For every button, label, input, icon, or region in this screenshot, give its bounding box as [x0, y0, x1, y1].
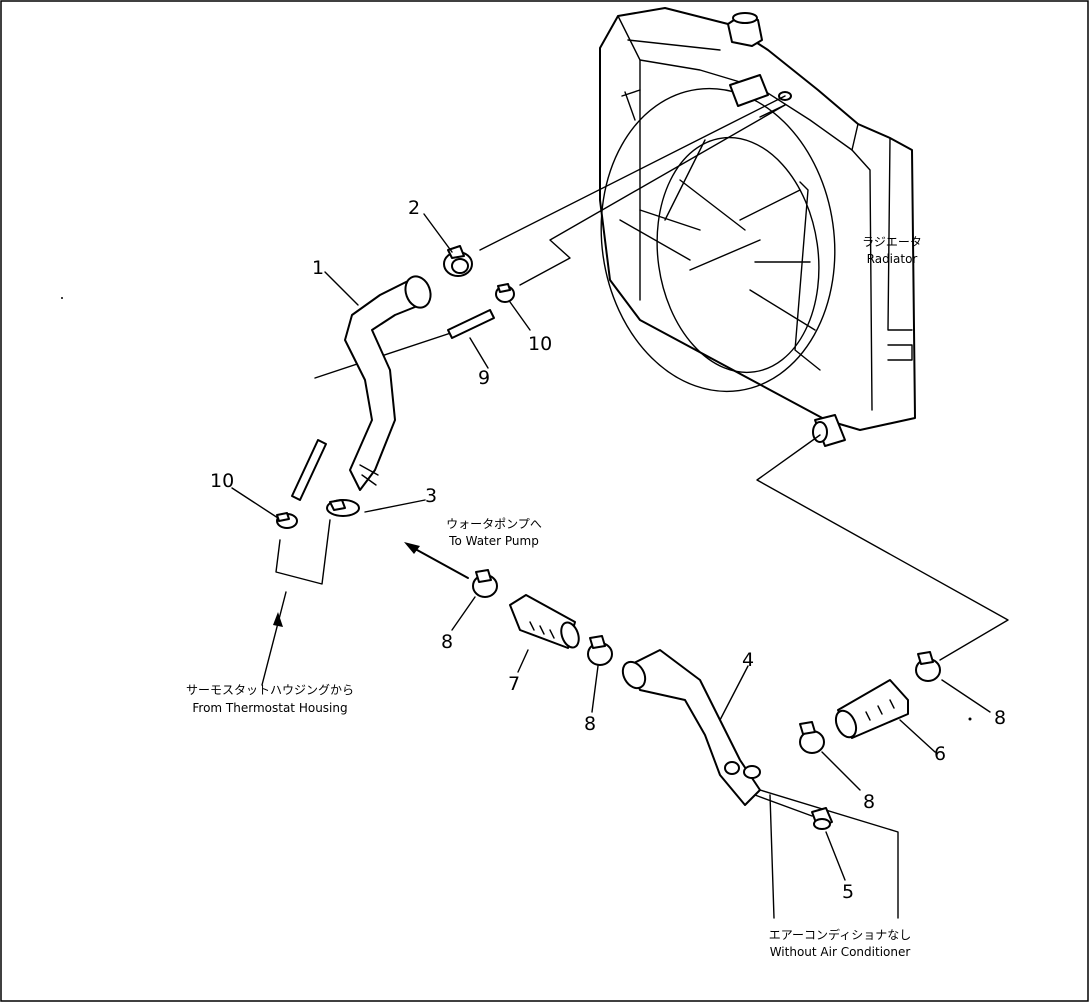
- callout-8-b: 8: [584, 713, 596, 735]
- clamp-8-c: [799, 721, 825, 754]
- clamp-10-lower: [276, 512, 298, 529]
- water-pump-label-jp: ウォータポンプへ: [446, 517, 542, 531]
- thermostat-label-jp: サーモスタットハウジングから: [186, 683, 354, 697]
- speck: [61, 297, 63, 299]
- callout-10-a: 10: [528, 333, 552, 355]
- callout-10-b: 10: [210, 470, 234, 492]
- callout-8-a: 8: [441, 631, 453, 653]
- hose-6: [834, 679, 909, 739]
- speck: [968, 717, 972, 721]
- clamp-10-upper: [495, 283, 515, 303]
- hose-7: [509, 594, 580, 649]
- flow-arrows: [273, 542, 469, 627]
- radiator-label-en: Radiator: [867, 252, 918, 266]
- callout-leaders: [231, 213, 991, 881]
- callout-9: 9: [478, 367, 490, 389]
- radiator-label-jp: ラジエータ: [862, 235, 922, 249]
- hose-1: [344, 275, 432, 491]
- text-labels: ラジエータ Radiator ウォータポンプへ To Water Pump サー…: [186, 235, 922, 959]
- clamp-8-d: [915, 651, 941, 682]
- clamp-8-a: [472, 569, 498, 598]
- callout-6: 6: [934, 743, 946, 765]
- callout-numbers: 1 2 3 4 5 6 7 8 8 8 8 9 10 10: [210, 197, 1006, 903]
- water-pump-label-en: To Water Pump: [448, 534, 539, 548]
- clamp-3: [326, 499, 360, 517]
- hose-2-tube: [291, 439, 327, 501]
- hose-4: [621, 649, 761, 806]
- plug-5: [811, 807, 833, 830]
- callout-4: 4: [742, 649, 754, 671]
- callout-8-d: 8: [994, 707, 1006, 729]
- no-ac-label-en: Without Air Conditioner: [770, 945, 911, 959]
- callout-2: 2: [408, 197, 420, 219]
- callout-7: 7: [508, 673, 520, 695]
- leader-lines: [261, 95, 1009, 919]
- callout-1: 1: [312, 257, 324, 279]
- callout-3: 3: [425, 485, 437, 507]
- radiator: [599, 7, 916, 447]
- clamp-2: [443, 245, 473, 277]
- callout-8-c: 8: [863, 791, 875, 813]
- no-ac-label-jp: エアーコンディショナなし: [769, 927, 911, 942]
- tube-9: [447, 309, 495, 339]
- clamp-8-b: [587, 635, 613, 666]
- callout-5: 5: [842, 881, 854, 903]
- thermostat-label-en: From Thermostat Housing: [192, 701, 347, 715]
